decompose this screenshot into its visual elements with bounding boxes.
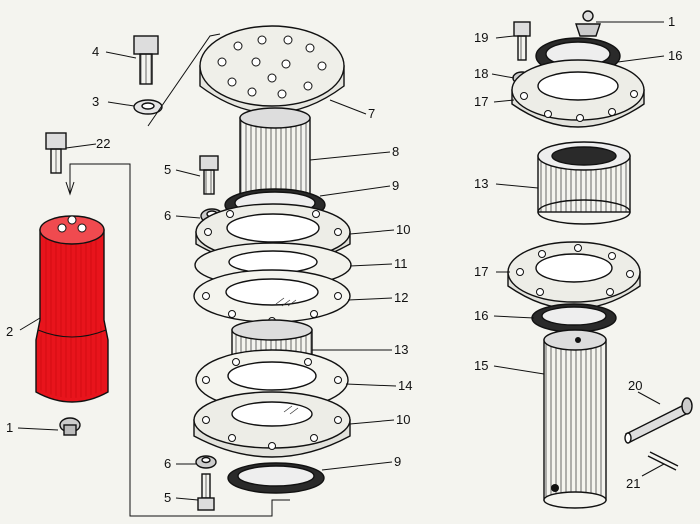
callout-2: 2 — [6, 324, 13, 339]
callout-6-top: 6 — [164, 208, 171, 223]
top-plate-part-7 — [199, 25, 345, 114]
callout-5-bottom: 5 — [164, 490, 171, 505]
bolt-part-5-bottom — [197, 473, 215, 511]
callout-10-top: 10 — [396, 222, 410, 237]
bolt-part-5-top — [199, 155, 219, 195]
callout-16-top: 16 — [668, 48, 682, 63]
flange-part-17-bottom — [507, 241, 641, 310]
bushing-part-13-right — [537, 141, 631, 225]
callout-17-top: 17 — [474, 94, 488, 109]
bolt-part-22 — [45, 132, 67, 174]
callout-1-left: 1 — [6, 420, 13, 435]
assembly-line-top — [147, 33, 221, 127]
callout-14: 14 — [398, 378, 412, 393]
leader-lines — [17, 21, 665, 501]
callout-11: 11 — [394, 256, 408, 271]
callout-labels: 4 3 22 2 1 5 6 7 8 9 10 11 12 13 14 10 9… — [6, 14, 682, 505]
shaft-part-15 — [543, 329, 607, 509]
bolt-part-19 — [513, 21, 531, 61]
callout-13-right: 13 — [474, 176, 488, 191]
gasket-part-12 — [193, 269, 351, 325]
callout-12: 12 — [394, 290, 408, 305]
callout-22: 22 — [96, 136, 110, 151]
callout-13-center: 13 — [394, 342, 408, 357]
callout-18: 18 — [474, 66, 488, 81]
callout-7: 7 — [368, 106, 375, 121]
callout-21: 21 — [626, 476, 640, 491]
highlighted-pin-part — [35, 215, 109, 403]
nut-part-6-bottom — [195, 455, 217, 469]
callout-5-top: 5 — [164, 162, 171, 177]
callout-17-bottom: 17 — [474, 264, 488, 279]
callout-9-bottom: 9 — [394, 454, 401, 469]
callout-6-bottom: 6 — [164, 456, 171, 471]
callout-10-bottom: 10 — [396, 412, 410, 427]
callout-8: 8 — [392, 144, 399, 159]
grease-nipple-part-left — [59, 417, 81, 436]
grease-nipple-part-right — [575, 10, 601, 37]
pin-part-20 — [624, 397, 693, 444]
callout-20: 20 — [628, 378, 642, 393]
seal-part-16-bottom — [531, 303, 617, 333]
bolt-part-4 — [133, 35, 159, 85]
callout-9-top: 9 — [392, 178, 399, 193]
callout-3: 3 — [92, 94, 99, 109]
sleeve-part-8 — [239, 107, 311, 201]
assembly-line-left — [65, 172, 75, 196]
seal-part-9-bottom — [227, 462, 325, 494]
callout-1-right: 1 — [668, 14, 675, 29]
washer-part-3 — [133, 99, 163, 115]
flange-part-10-bottom — [193, 391, 351, 458]
flange-part-17-top — [511, 59, 645, 128]
callout-16-bottom: 16 — [474, 308, 488, 323]
callout-19: 19 — [474, 30, 488, 45]
assembly-bracket-line — [69, 163, 290, 517]
callout-4: 4 — [92, 44, 99, 59]
cotter-pin-part-21 — [647, 451, 679, 471]
callout-15: 15 — [474, 358, 488, 373]
